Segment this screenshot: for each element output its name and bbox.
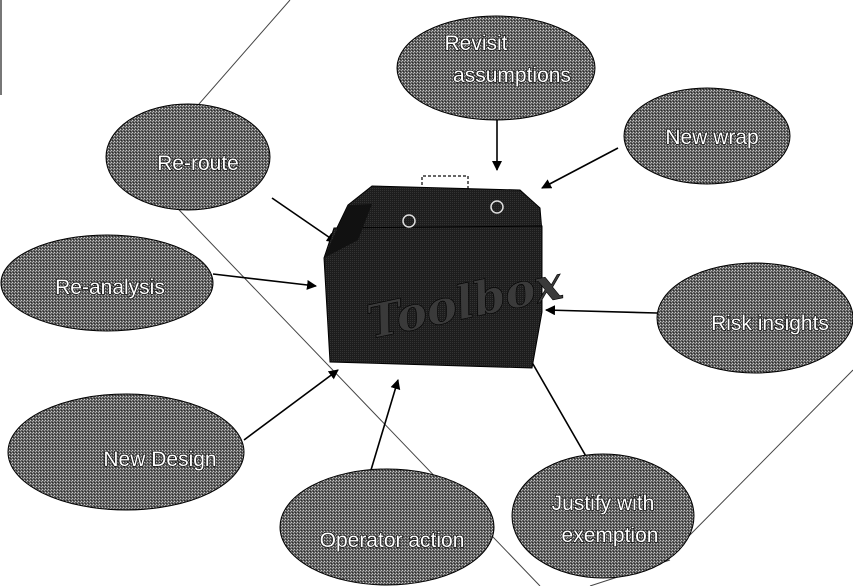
node-label: New Design	[103, 448, 216, 471]
node-label-line2: assumptions	[453, 64, 571, 87]
node-label: Re-analysis	[55, 276, 165, 299]
arrow-operator-action	[371, 380, 398, 470]
node-label: Re-route	[157, 152, 239, 175]
node-label: Operator action	[320, 529, 465, 552]
node-label-line1: Revisit	[444, 32, 507, 55]
node-new-design: New Design	[8, 394, 244, 510]
oval	[280, 469, 494, 585]
arrow-risk-insights	[546, 310, 657, 313]
arrow-new-design	[244, 370, 338, 440]
oval	[512, 454, 694, 578]
node-re-route: Re-route	[106, 104, 270, 210]
arrow-new-wrap	[542, 148, 618, 188]
node-risk-insights: Risk insights	[657, 263, 853, 373]
arrow-re-analysis	[213, 274, 316, 286]
node-label-line1: Justify with	[552, 492, 655, 515]
left-edge-dots	[0, 0, 2, 95]
node-new-wrap: New wrap	[624, 88, 790, 184]
node-label: Risk insights	[711, 312, 829, 335]
node-operator-action: Operator action	[280, 469, 494, 585]
node-justify-with-exemption: Justify with exemption	[512, 454, 694, 578]
toolbox: Toolbox	[324, 176, 568, 368]
node-re-analysis: Re-analysis	[1, 235, 213, 331]
node-label-line2: exemption	[562, 524, 659, 547]
arrow-re-route	[272, 198, 336, 242]
node-label: New wrap	[665, 126, 758, 149]
node-revisit-assumptions: Revisit assumptions	[397, 16, 595, 120]
